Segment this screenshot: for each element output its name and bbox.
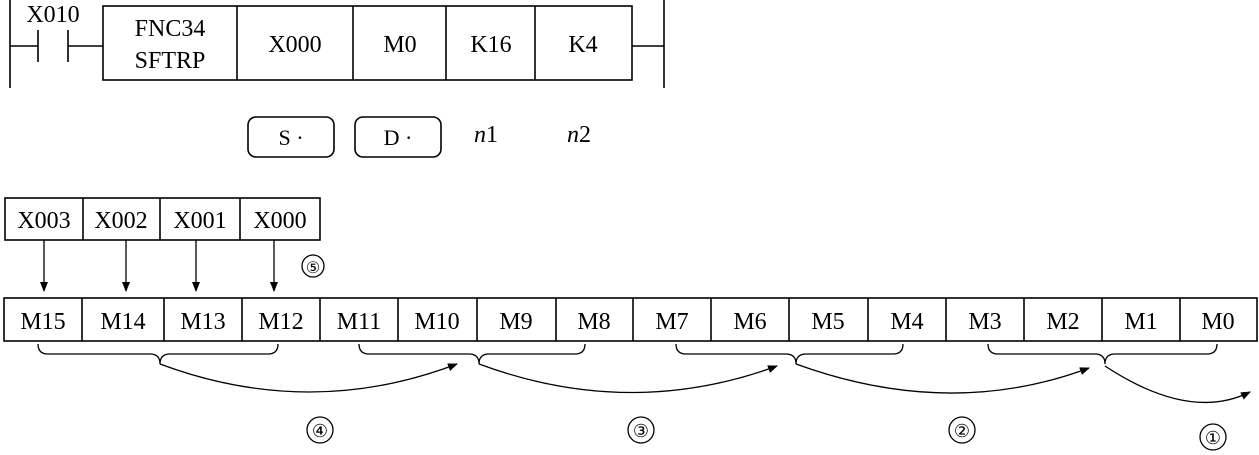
step-5-circle [301,254,325,278]
shift-arrow [1104,365,1251,404]
input-cell-x003: X003 [17,208,70,234]
group-brace [675,343,904,365]
destination-label-box [354,116,442,158]
function-name: SFTRP [135,48,206,74]
register-cell-m1: M1 [1124,309,1157,335]
function-code: FNC34 [135,16,206,42]
step-5-label: ⑤ [306,260,320,277]
source-label: S · [278,125,303,150]
step-4-circle [306,416,334,444]
step-4-label: ④ [312,421,328,441]
input-cell-x001: X001 [173,208,226,234]
register-cell-m14: M14 [100,309,145,335]
instruction-block[interactable]: FNC34 SFTRP X000 M0 K16 K4 [102,5,633,81]
input-cell-x000: X000 [253,208,306,234]
register-cell-m8: M8 [577,309,610,335]
destination-label: D · [384,125,413,150]
n1-label: n1 [474,122,498,148]
register-cell-m11: M11 [337,309,381,335]
group-brace [358,343,586,365]
contact-label: X010 [26,2,79,28]
group-brace [37,343,279,365]
step-2-label: ② [954,421,970,441]
instruction-frame [102,5,633,81]
operand-labels: S · D · n1 n2 [247,116,591,158]
shift-arrow [795,363,1090,394]
operand-n2: K4 [568,32,597,58]
step-3-circle [627,416,655,444]
shift-arrow [159,363,458,393]
register-frame [3,297,1258,342]
group-brace [987,343,1218,365]
step-3-label: ③ [633,421,649,441]
group-braces [37,343,1218,365]
register-cell-m3: M3 [968,309,1001,335]
register-cell-m10: M10 [414,309,459,335]
source-label-box [247,116,335,158]
step-numbers: ④ ③ ② ① [306,416,1227,451]
register-cell-m5: M5 [811,309,844,335]
input-cell-x002: X002 [94,208,147,234]
register-cell-m12: M12 [258,309,303,335]
contact-x010[interactable]: X010 [26,2,80,62]
n2-label: n2 [567,122,591,148]
register-cell-m7: M7 [655,309,688,335]
m-register-row: M15 M14 M13 M12 M11 M10 M9 M8 M7 M6 M5 M… [3,297,1258,342]
register-cell-m9: M9 [499,309,532,335]
operand-n1: K16 [470,32,511,58]
operand-destination: M0 [383,32,416,58]
register-cell-m2: M2 [1046,309,1079,335]
input-bits: X003 X002 X001 X000 ⑤ [4,197,325,292]
step-1-circle [1199,423,1227,451]
register-cell-m15: M15 [20,309,65,335]
register-cell-m6: M6 [733,309,766,335]
step-1-label: ① [1205,428,1221,448]
register-cell-m4: M4 [890,309,923,335]
operand-source: X000 [268,32,321,58]
step-2-circle [948,416,976,444]
shift-arrow [478,363,778,394]
ladder-rung: X010 FNC34 SFTRP X000 M0 K16 K4 [9,0,665,88]
shift-arrows [159,363,1251,404]
register-cell-m0: M0 [1201,309,1234,335]
register-cell-m13: M13 [180,309,225,335]
input-frame [4,197,321,241]
